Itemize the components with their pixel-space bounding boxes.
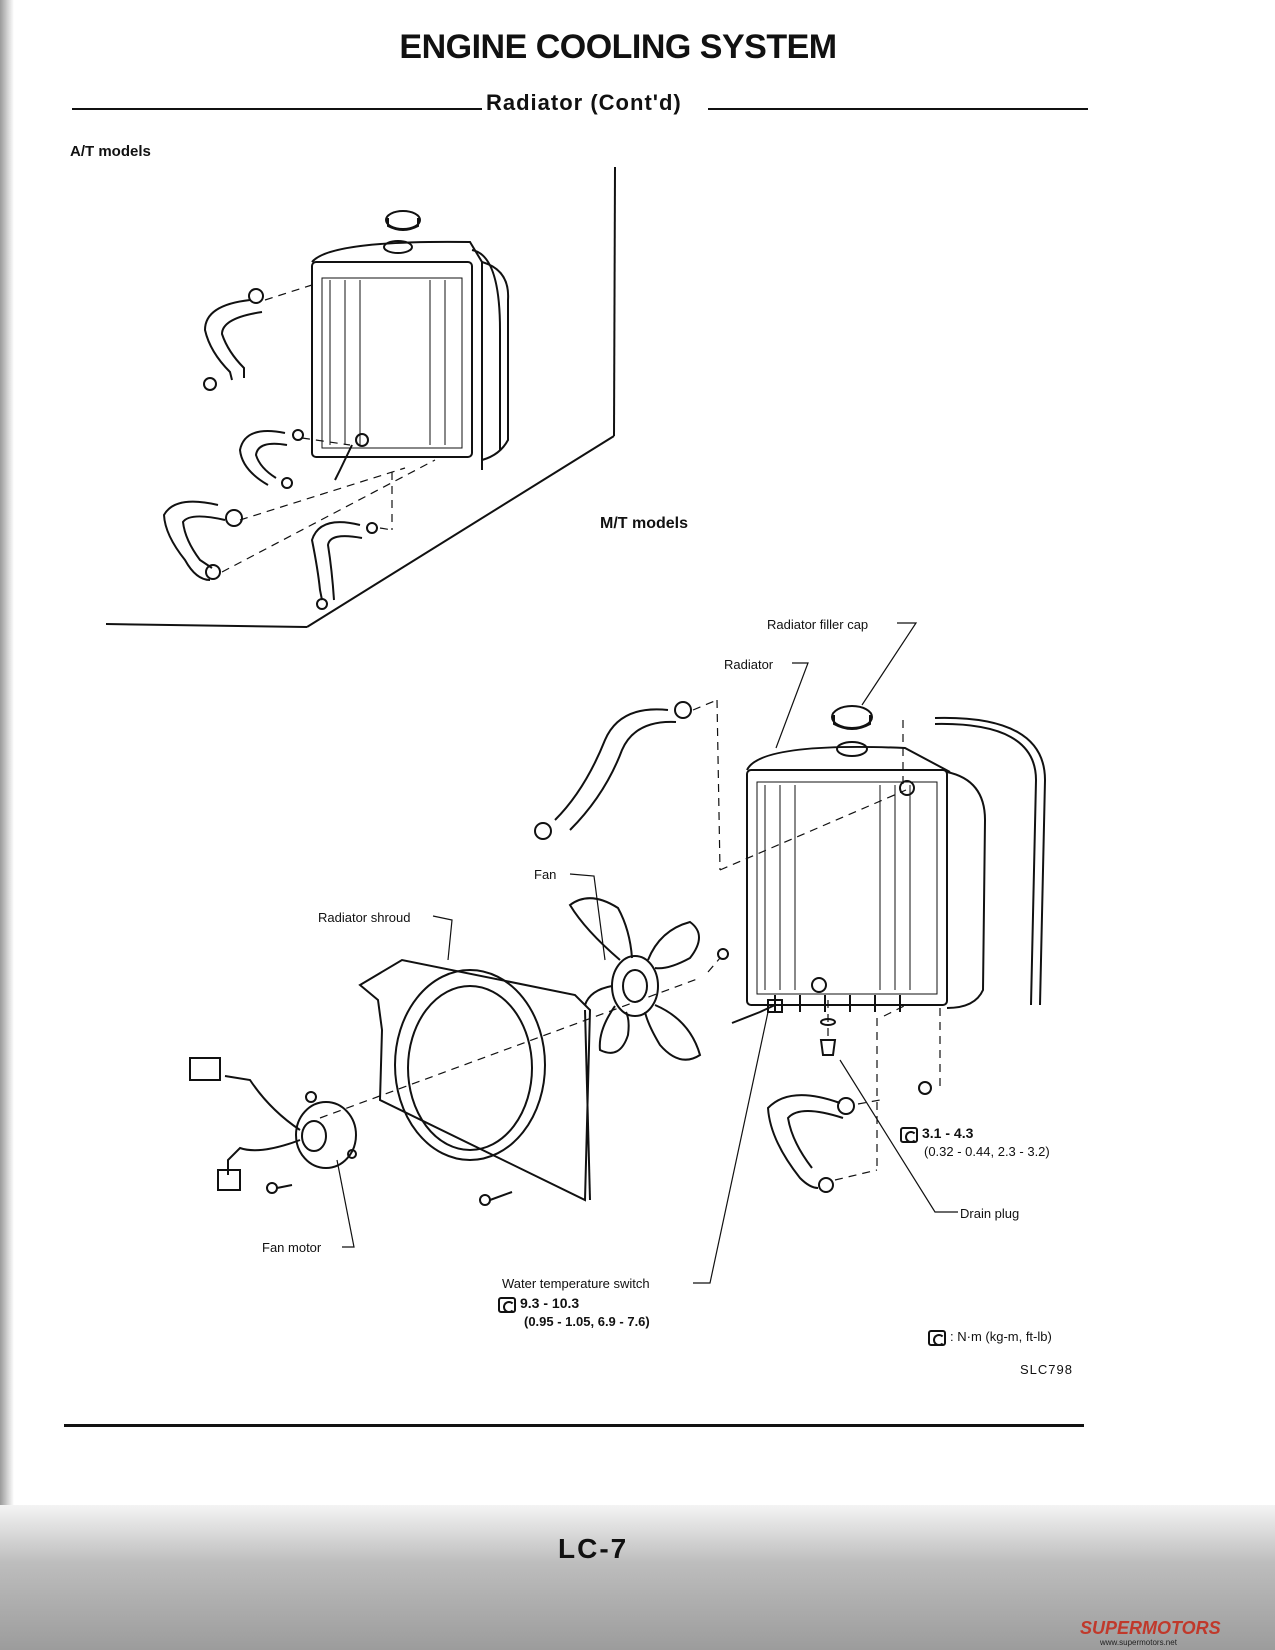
mt-upper-hose	[534, 701, 692, 840]
watermark-logo: SUPERMOTORS	[1080, 1618, 1221, 1638]
callout-radiator-shroud: Radiator shroud	[318, 910, 411, 925]
torque-sub: (0.32 - 0.44, 2.3 - 3.2)	[924, 1144, 1050, 1159]
callout-radiator: Radiator	[724, 657, 774, 672]
watermark-url: www.supermotors.net	[1100, 1638, 1177, 1647]
mt-models-label: M/T models	[600, 515, 689, 532]
torque-wrench-icon	[928, 1329, 946, 1346]
at-hoses	[162, 288, 378, 610]
torque-unit-legend: : N·m (kg-m, ft-lb)	[928, 1328, 1052, 1346]
torque-wrench-icon	[498, 1296, 516, 1313]
mt-lower-hose	[766, 1094, 855, 1193]
callout-leaders	[336, 622, 958, 1284]
mt-fan	[568, 897, 729, 1061]
callout-fan-motor: Fan motor	[262, 1240, 322, 1255]
subtitle-rule-left	[72, 108, 482, 110]
at-models-label: A/T models	[70, 143, 151, 160]
mt-radiator	[746, 705, 1047, 1012]
page-title: ENGINE COOLING SYSTEM	[399, 28, 837, 66]
mt-small-parts	[731, 999, 932, 1095]
torque-spec-bolt: 3.1 - 4.3 (0.32 - 0.44, 2.3 - 3.2)	[900, 1124, 1050, 1161]
torque-spec-switch: 9.3 - 10.3 (0.95 - 1.05, 6.9 - 7.6)	[498, 1294, 650, 1331]
footer-band	[0, 1505, 1275, 1650]
callout-water-temperature-switch: Water temperature switch	[502, 1276, 650, 1291]
torque-value: 9.3 - 10.3	[520, 1295, 580, 1311]
section-subtitle: Radiator (Cont'd)	[486, 90, 682, 115]
at-radiator	[311, 210, 510, 470]
mt-radiator-shroud	[358, 958, 592, 1206]
at-inset-frame	[105, 166, 616, 628]
page-number: LC-7	[558, 1533, 629, 1564]
callout-drain-plug: Drain plug	[960, 1206, 1020, 1221]
legend-text: : N·m (kg-m, ft-lb)	[950, 1329, 1052, 1344]
torque-value: 3.1 - 4.3	[922, 1125, 974, 1141]
torque-wrench-icon	[900, 1126, 918, 1143]
callout-radiator-filler-cap: Radiator filler cap	[767, 617, 869, 632]
scan-edge-shadow	[0, 0, 14, 1650]
callout-fan: Fan	[534, 867, 557, 882]
footer-rule	[64, 1424, 1084, 1427]
at-assembly-lines	[221, 284, 436, 573]
torque-sub: (0.95 - 1.05, 6.9 - 7.6)	[524, 1314, 650, 1329]
mt-fan-motor	[189, 1057, 357, 1194]
mt-assembly-lines	[319, 699, 941, 1181]
figure-code: SLC798	[1020, 1362, 1073, 1377]
subtitle-rule-right	[708, 108, 1088, 110]
